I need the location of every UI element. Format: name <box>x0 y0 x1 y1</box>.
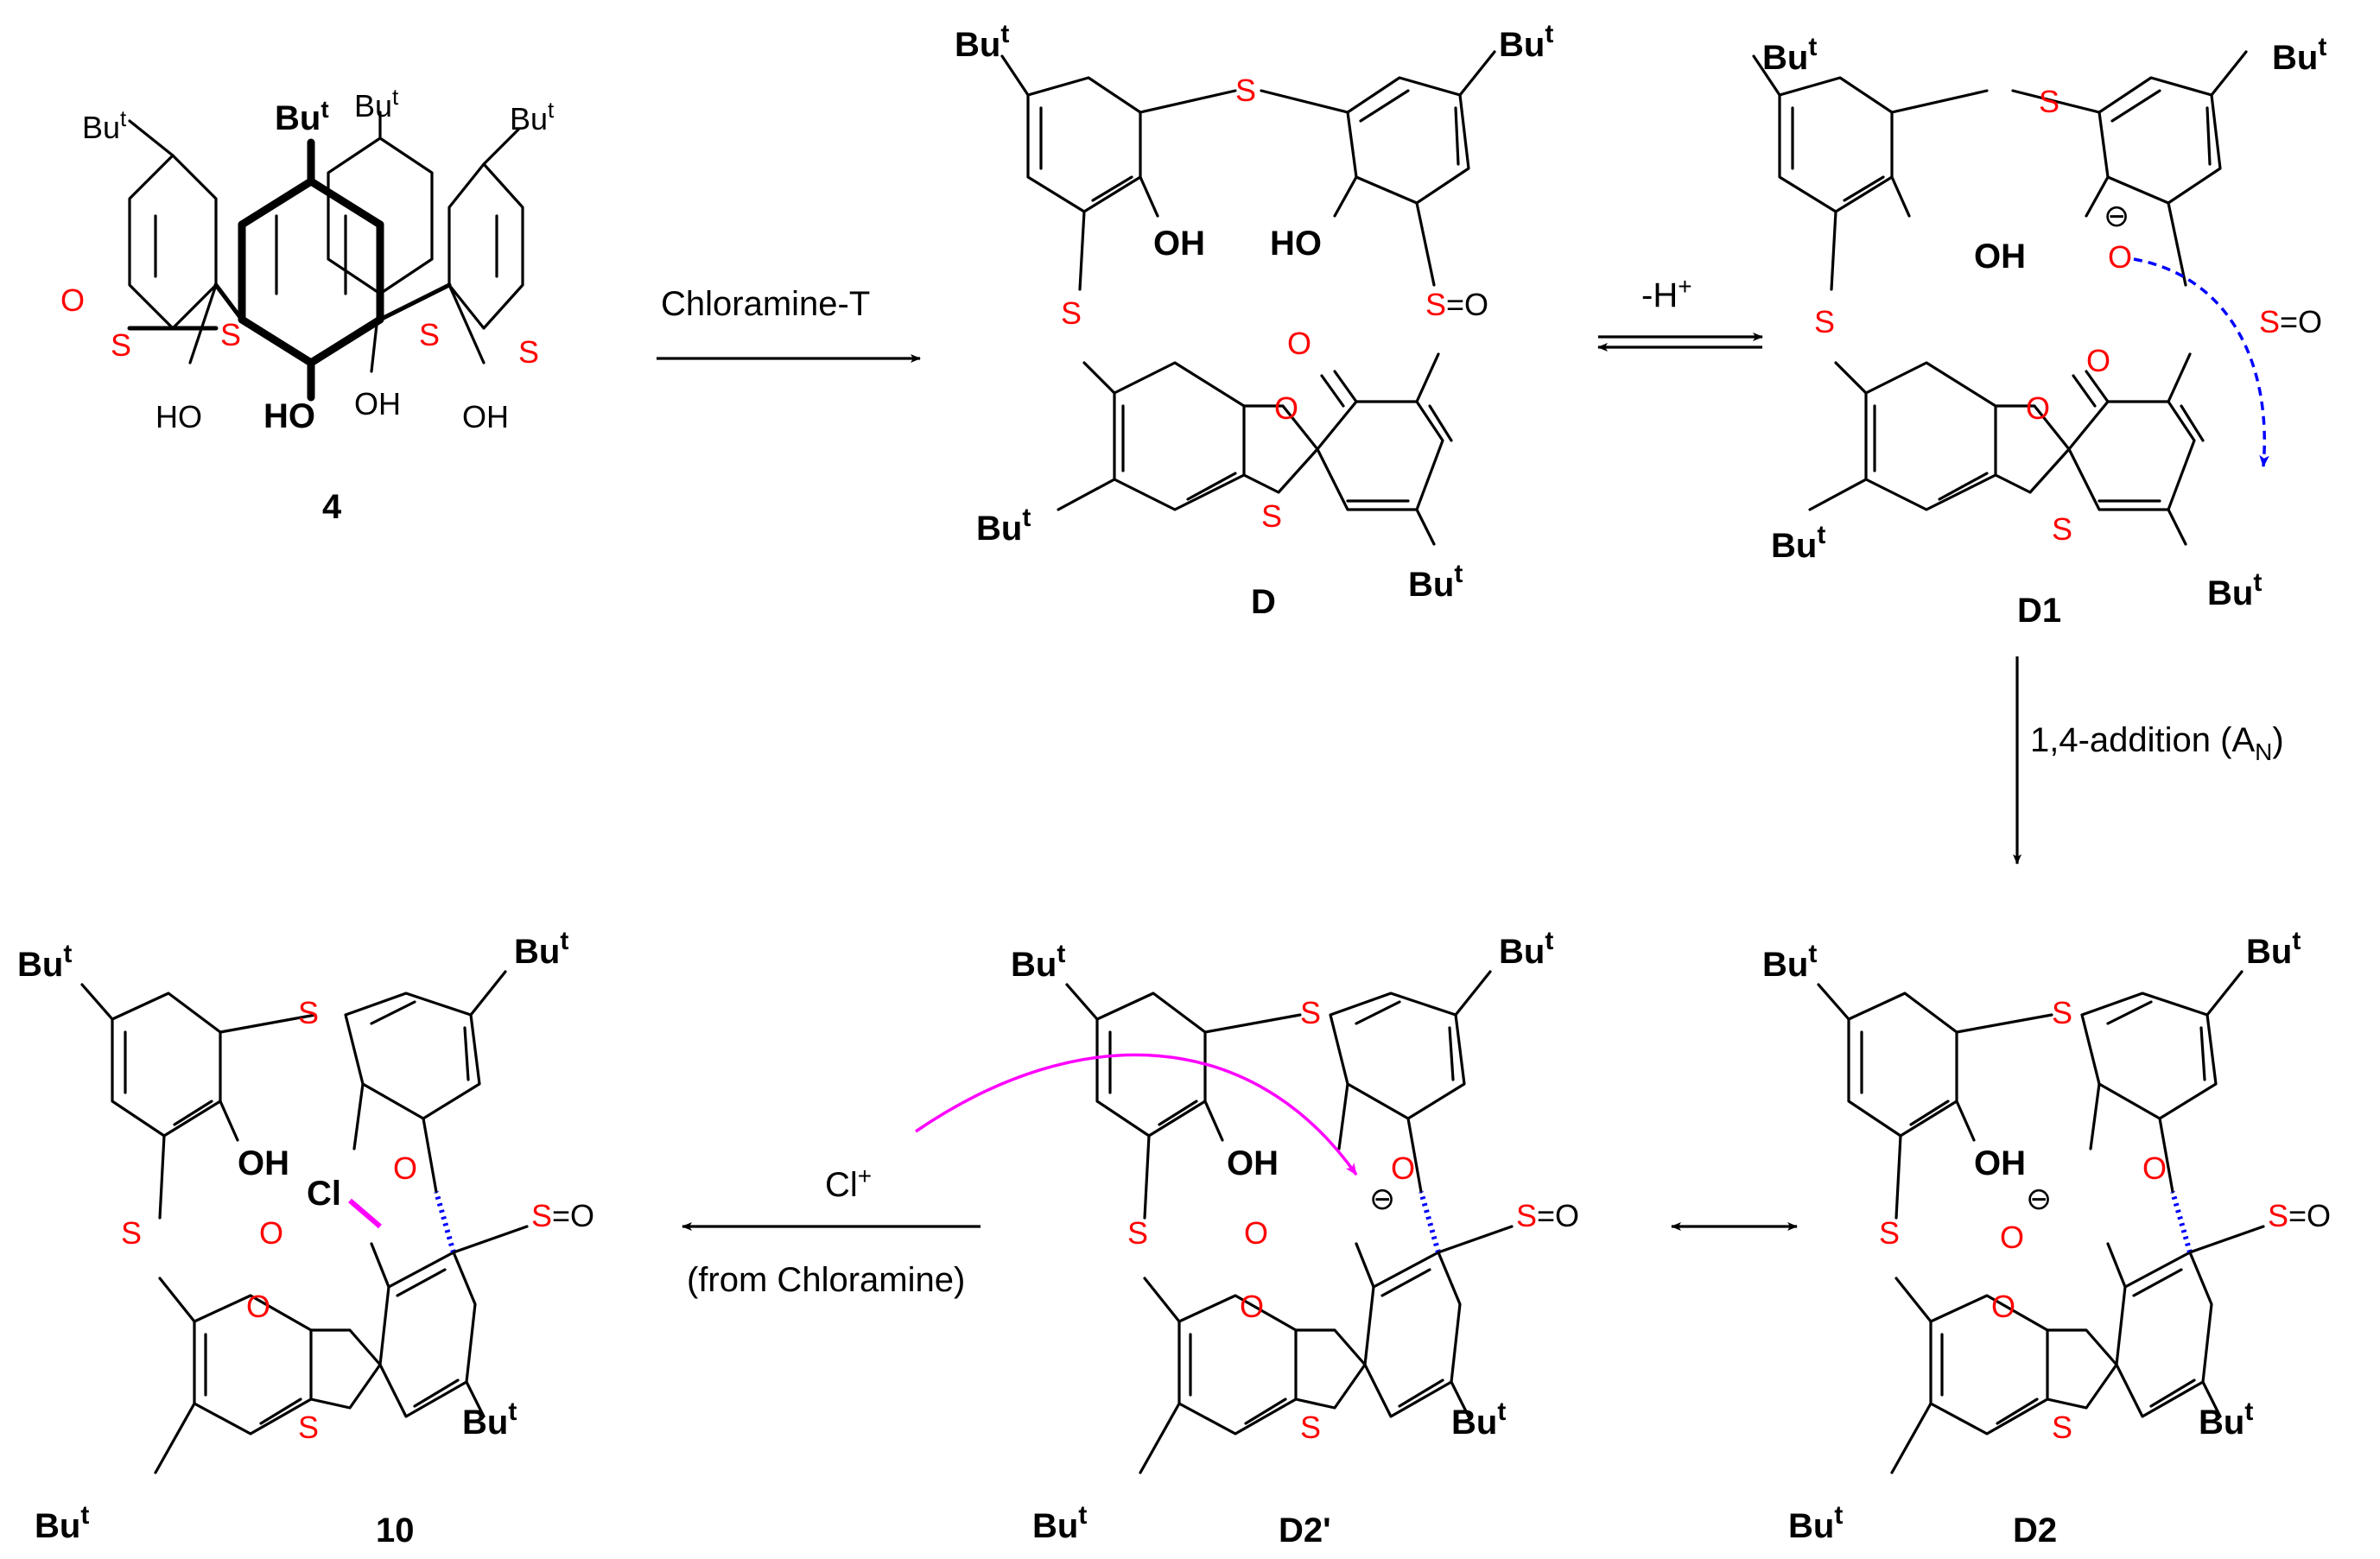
D2p-s-bridge-top: S <box>1300 995 1321 1030</box>
compound-D1-label: D1 <box>2017 592 2061 630</box>
c4-oh-3: OH <box>354 386 401 421</box>
c10-but-2: But <box>514 927 568 971</box>
D-but-3: But <box>976 504 1031 548</box>
D1-sulfinyl: S=O <box>2259 304 2322 339</box>
c10-ring-s: S <box>298 1410 319 1445</box>
D-ho: HO <box>1270 225 1322 263</box>
D2-oh: OH <box>1974 1144 2026 1182</box>
D2p-s-left: S <box>1127 1215 1148 1251</box>
c10-phenoxide-o: O <box>393 1150 417 1186</box>
D2p-oh: OH <box>1227 1144 1279 1182</box>
D2p-sulfinyl: S=O <box>1516 1198 1579 1233</box>
D1-s-left: S <box>1814 304 1835 339</box>
D-but-1: But <box>955 20 1009 64</box>
D2p-but-1: But <box>1011 940 1065 984</box>
c10-but-1: But <box>17 940 72 984</box>
c4-ho-2: HO <box>263 397 315 435</box>
D-carbonyl-o: O <box>1287 326 1311 361</box>
c4-s-right: S <box>419 317 440 352</box>
c4-but-back: But <box>354 84 399 124</box>
D-sulfinyl: S=O <box>1425 287 1488 322</box>
D-ring-s: S <box>1261 498 1282 534</box>
c4-oh-4: OH <box>462 399 509 434</box>
compound-D2p-label: D2' <box>1279 1511 1331 1549</box>
D-s-bridge-top: S <box>1235 73 1256 108</box>
D2-but-2: But <box>2246 927 2301 971</box>
D1-ring-o: O <box>2026 390 2050 426</box>
chloride-attack-arrow <box>915 1053 1358 1176</box>
reagent-chloramine-t: Chloramine-T <box>661 285 870 323</box>
D2p-minus: ⊖ <box>1369 1181 1395 1216</box>
D-ring-o: O <box>1274 390 1298 426</box>
compound-D-structure <box>1000 50 1496 546</box>
D1-carbonyl-o: O <box>2086 343 2110 378</box>
c4-sulfinyl-s: S <box>111 327 131 363</box>
compound-10-structure <box>82 972 527 1473</box>
D1-but-4: But <box>2207 568 2262 612</box>
compound-4-label: 4 <box>322 488 342 526</box>
compound-D2-structure <box>1817 970 2265 1474</box>
D2p-ring-s: S <box>1300 1410 1321 1445</box>
D2-s-bridge-top: S <box>2052 995 2072 1030</box>
D2-enolate-o: O <box>2000 1220 2024 1255</box>
D2-s-left: S <box>1879 1215 1900 1251</box>
D-but-2: But <box>1499 20 1553 64</box>
D1-s-bridge-top: S <box>2039 84 2059 119</box>
D1-phenoxide-o: O <box>2108 239 2132 275</box>
D2-phenoxide-o: O <box>2142 1150 2167 1186</box>
reagent-1-4-addition: 1,4-addition (AN) <box>2030 721 2284 765</box>
reagent-cl-source: (from Chloramine) <box>687 1261 965 1299</box>
c4-s-back: S <box>220 317 241 352</box>
compound-4-structure <box>127 111 524 402</box>
c10-s-left: S <box>121 1215 142 1251</box>
D2p-but-4: But <box>1032 1501 1087 1545</box>
c10-ring-o: O <box>246 1289 270 1324</box>
c10-sulfinyl: S=O <box>531 1198 594 1233</box>
D2p-phenoxide-o: O <box>1391 1150 1415 1186</box>
c10-cl-bond <box>348 1198 382 1229</box>
reagent-cl-plus: Cl+ <box>825 1163 872 1204</box>
D2-ring-s: S <box>2052 1410 2072 1445</box>
D1-ring-s: S <box>2052 511 2072 547</box>
reagent-deprotonation: -H+ <box>1641 273 1692 314</box>
D-s-left: S <box>1061 295 1082 331</box>
c4-s-far: S <box>518 334 539 370</box>
D1-but-3: But <box>1771 521 1825 565</box>
D2p-but-2: But <box>1499 927 1553 971</box>
c4-but-left: But <box>82 105 127 145</box>
D2-but-4: But <box>1788 1501 1843 1545</box>
c4-but-right: But <box>510 97 555 136</box>
D1-minus: ⊖ <box>2104 198 2129 233</box>
c10-but-3: But <box>462 1397 517 1442</box>
D-but-4: But <box>1408 560 1463 604</box>
c4-but-center: But <box>275 96 329 137</box>
c10-oh: OH <box>238 1144 289 1182</box>
D2p-but-3: But <box>1451 1397 1506 1442</box>
c4-sulfinyl-o: O <box>60 282 85 318</box>
D2-minus: ⊖ <box>2026 1181 2052 1216</box>
compound-D1-structure <box>1752 50 2248 546</box>
D2-sulfinyl: S=O <box>2268 1198 2331 1233</box>
D2-but-3: But <box>2199 1397 2253 1442</box>
D2-ring-o: O <box>1991 1289 2015 1324</box>
D1-but-2: But <box>2272 33 2326 77</box>
c4-ho-1: HO <box>155 399 202 434</box>
D1-but-1: But <box>1762 33 1817 77</box>
D2p-carbonyl-o: O <box>1244 1215 1268 1251</box>
D1-attack-arrow <box>2133 257 2269 468</box>
D1-oh: OH <box>1974 238 2026 276</box>
c10-s-bridge-top: S <box>298 995 319 1030</box>
c10-but-4: But <box>35 1501 89 1545</box>
D2-but-1: But <box>1762 940 1817 984</box>
c10-cl: Cl <box>307 1175 341 1213</box>
compound-D-label: D <box>1251 583 1276 621</box>
D2p-ring-o: O <box>1240 1289 1264 1324</box>
D-oh: OH <box>1153 225 1205 263</box>
compound-10-label: 10 <box>376 1511 415 1549</box>
compound-D2-label: D2 <box>2013 1511 2057 1549</box>
c10-carbonyl-o: O <box>259 1215 283 1251</box>
